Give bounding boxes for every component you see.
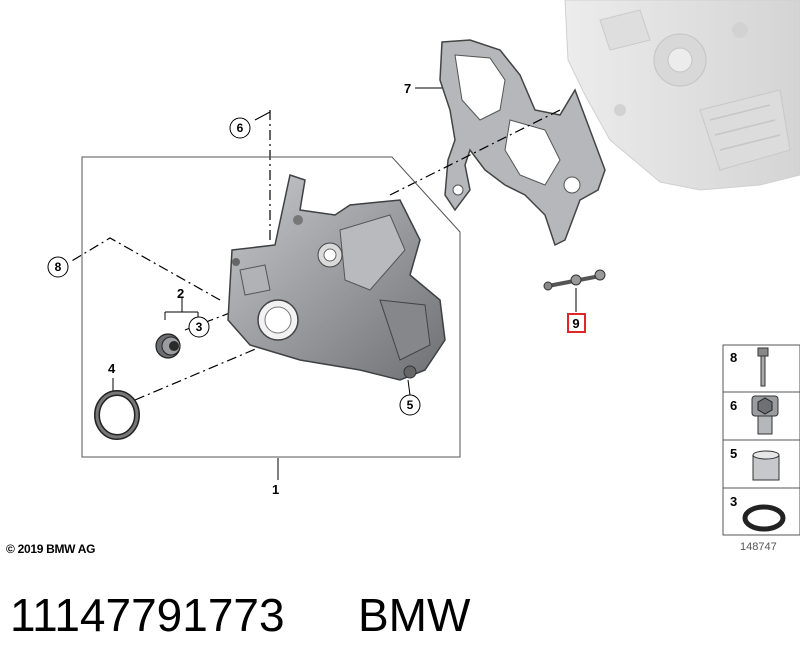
- callout-8: 8: [47, 256, 69, 278]
- engine-block-illustration: [564, 0, 800, 191]
- gasket-ring: [94, 390, 140, 440]
- callout-1: 1: [272, 482, 279, 497]
- bolt-icon: [757, 347, 769, 387]
- legend-label-row4: 3: [730, 494, 737, 509]
- timing-case-cover: [227, 174, 446, 381]
- svg-text:3: 3: [196, 320, 203, 334]
- part-number: 11147791773: [10, 589, 285, 641]
- svg-text:6: 6: [237, 121, 244, 135]
- shaft-seal: [155, 333, 181, 359]
- solid-leader-lines: [112, 87, 442, 480]
- bolt-part-9: [543, 269, 606, 312]
- legend-label-row1: 8: [730, 350, 737, 365]
- assembly-frame: [81, 156, 461, 458]
- screw-plug-icon: [751, 395, 779, 435]
- svg-text:5: 5: [407, 398, 414, 412]
- callout-9-highlighted: 9: [567, 313, 586, 333]
- legend-label-row3: 5: [730, 446, 737, 461]
- svg-text:9: 9: [572, 316, 579, 331]
- copyright-notice: © 2019 BMW AG: [6, 542, 96, 556]
- callout-3: 3: [188, 316, 210, 338]
- svg-text:8: 8: [55, 260, 62, 274]
- diagram-reference-number: 148747: [740, 541, 777, 553]
- callout-6: 6: [229, 117, 251, 139]
- callout-4: 4: [108, 361, 116, 376]
- parts-legend: 8 6 5 3: [722, 344, 800, 536]
- legend-label-row2: 6: [730, 398, 737, 413]
- brand-name: BMW: [358, 589, 471, 641]
- timing-cover-gasket: [439, 39, 606, 247]
- callout-2: 2: [177, 286, 184, 301]
- callout-5: 5: [399, 394, 421, 416]
- sealing-ring-icon: [742, 504, 786, 532]
- callout-7: 7: [404, 81, 411, 96]
- sleeve-icon: [752, 450, 780, 481]
